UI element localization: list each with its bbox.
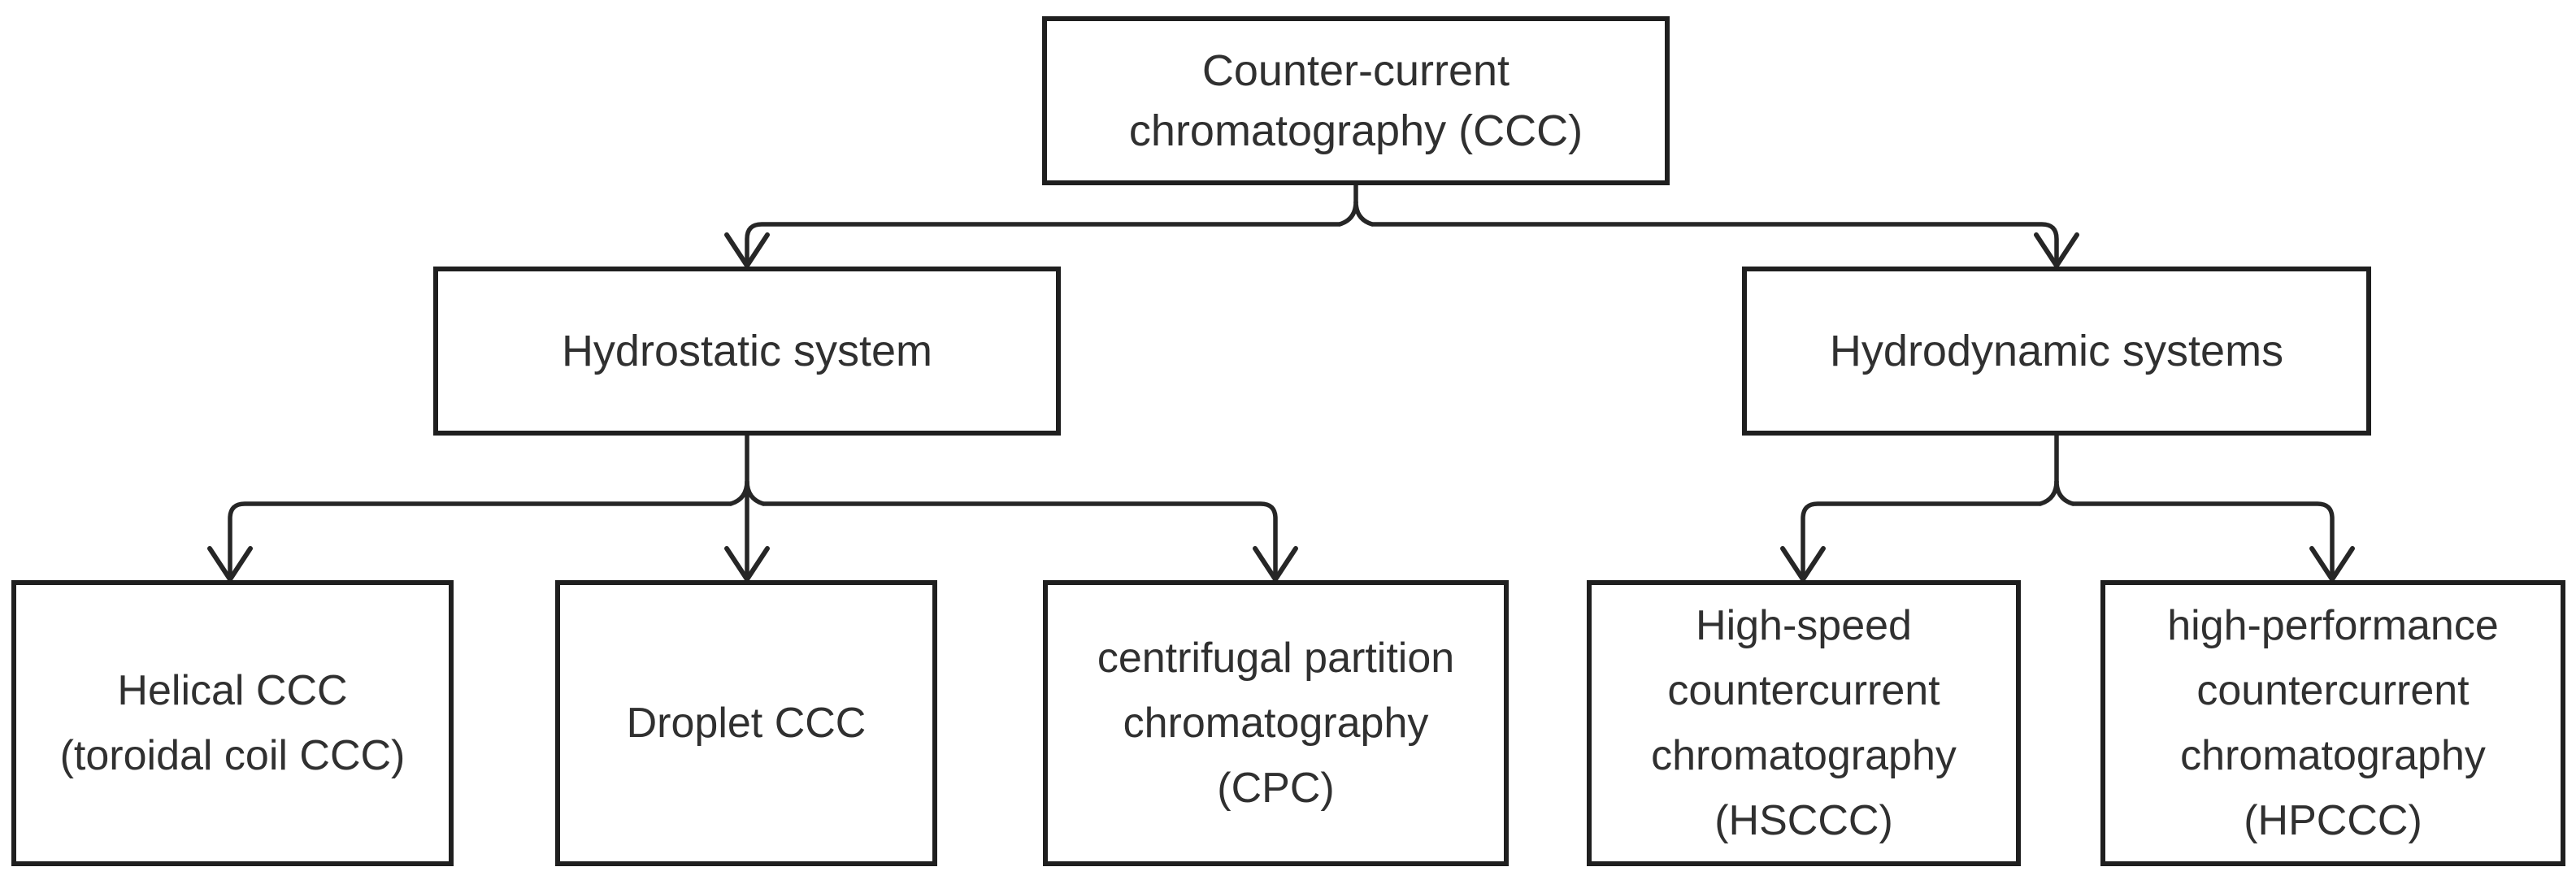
node-label-line: chromatography (CCC) — [1128, 106, 1583, 155]
node-label-line: countercurrent — [1667, 667, 1940, 714]
arrow-down-icon — [207, 546, 253, 584]
node-hydrostatic-system: Hydrostatic system — [433, 267, 1061, 436]
node-label-line: Droplet CCC — [626, 700, 867, 747]
connector-hydrostatic-cpc — [763, 501, 1298, 584]
node-label-line: High-speed — [1696, 602, 1912, 649]
arrow-down-icon — [2309, 546, 2355, 584]
node-label-line: chromatography — [2180, 732, 2486, 779]
node-label-line: (HPCCC) — [2244, 797, 2422, 844]
connector-hydrodynamic-hpccc — [2073, 501, 2355, 584]
node-hsccc: High-speed countercurrent chromatography… — [1587, 580, 2021, 866]
node-hpccc: high-performance countercurrent chromato… — [2100, 580, 2565, 866]
arrow-down-icon — [1253, 546, 1298, 584]
connector-root-junction — [1337, 184, 1375, 227]
node-label-line: (CPC) — [1217, 765, 1335, 812]
node-label-line: (toroidal coil CCC) — [59, 732, 406, 779]
connector-hydrodynamic-junction — [2038, 436, 2075, 506]
node-label-line: chromatography — [1651, 732, 1957, 779]
connector-hydrodynamic-hsccc — [1780, 501, 2040, 584]
node-droplet-ccc: Droplet CCC — [555, 580, 937, 866]
arrow-down-icon — [2034, 232, 2079, 271]
node-label-line: Counter-current — [1201, 46, 1510, 95]
node-counter-current-ccc: Counter-current chromatography (CCC) — [1042, 16, 1670, 185]
node-label-line: Hydrostatic system — [561, 327, 933, 375]
arrow-down-icon — [724, 232, 770, 271]
node-label-line: countercurrent — [2196, 667, 2470, 714]
connector-hydrostatic-droplet — [724, 436, 770, 584]
connector-root-hydrodynamic — [1372, 222, 2079, 271]
node-label-line: centrifugal partition — [1097, 635, 1455, 682]
node-label-line: (HSCCC) — [1714, 797, 1893, 844]
node-label-line: chromatography — [1123, 700, 1429, 747]
node-hydrodynamic-systems: Hydrodynamic systems — [1742, 267, 2371, 436]
arrow-down-icon — [724, 546, 770, 584]
connector-hydrostatic-helical — [207, 501, 731, 584]
connector-root-hydrostatic — [724, 222, 1340, 271]
node-cpc: centrifugal partition chromatography (CP… — [1043, 580, 1509, 866]
node-label-line: high-performance — [2167, 602, 2499, 649]
node-helical-ccc: Helical CCC (toroidal coil CCC) — [11, 580, 454, 866]
node-label-line: Hydrodynamic systems — [1829, 327, 2284, 375]
arrow-down-icon — [1780, 546, 1826, 584]
node-label-line: Helical CCC — [117, 667, 348, 714]
